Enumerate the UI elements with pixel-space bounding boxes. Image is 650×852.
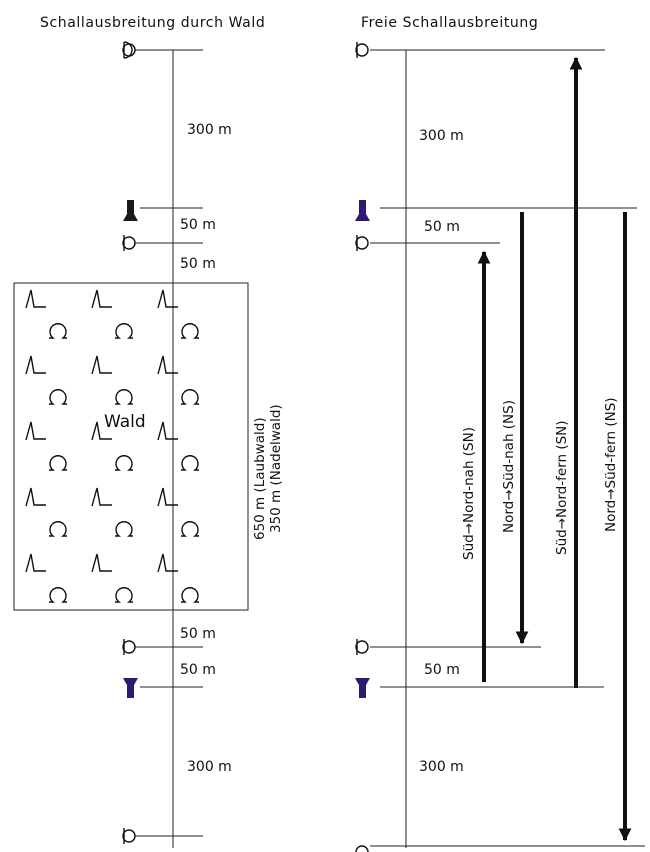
left-dist-top: 300 m xyxy=(187,122,232,138)
left-dist-bottom: 300 m xyxy=(187,759,232,775)
conifer-tree-icon xyxy=(49,324,67,338)
conifer-tree-icon xyxy=(49,522,67,536)
conifer-tree-icon xyxy=(115,390,133,404)
forest-box xyxy=(14,283,248,610)
arrow-ns-far-label: Nord→Süd-fern (NS) xyxy=(603,397,619,532)
microphone-icon xyxy=(356,639,368,655)
conifer-tree-icon xyxy=(49,588,67,602)
deciduous-tree-icon xyxy=(26,356,46,374)
deciduous-tree-icon xyxy=(158,356,178,374)
deciduous-tree-icon xyxy=(158,422,178,440)
forest-depth-nadelwald: 350 m (Nadelwald) xyxy=(268,404,284,533)
arrow-sn-far-label: Süd→Nord-fern (SN) xyxy=(554,420,570,555)
microphone-icon xyxy=(356,235,368,251)
conifer-tree-icon xyxy=(115,588,133,602)
microphone-icon xyxy=(123,42,135,58)
microphone-icon xyxy=(356,846,368,852)
conifer-tree-icon xyxy=(181,390,199,404)
forest-depth-laubwald: 650 m (Laubwald) xyxy=(252,417,268,540)
left-dist-mic-speaker-bottom: 50 m xyxy=(180,662,216,678)
deciduous-tree-icon xyxy=(92,356,112,374)
speaker-icon xyxy=(123,200,138,221)
right-panel: Freie Schallausbreitung 300 m 50 xyxy=(355,15,645,852)
right-dist-top: 300 m xyxy=(419,128,464,144)
conifer-tree-icon xyxy=(115,456,133,470)
deciduous-tree-icon xyxy=(158,290,178,308)
left-dist-speaker-top: 50 m xyxy=(180,217,216,233)
deciduous-tree-icon xyxy=(26,488,46,506)
conifer-tree-icon xyxy=(181,324,199,338)
right-title: Freie Schallausbreitung xyxy=(361,15,538,31)
deciduous-tree-icon xyxy=(26,554,46,572)
speaker-icon xyxy=(123,678,138,698)
deciduous-tree-icon xyxy=(92,290,112,308)
right-dist-mic-speaker: 50 m xyxy=(424,662,460,678)
deciduous-tree-icon xyxy=(26,290,46,308)
microphone-icon xyxy=(356,42,368,58)
speaker-icon xyxy=(355,678,370,698)
conifer-tree-icon xyxy=(115,324,133,338)
left-title: Schallausbreitung durch Wald xyxy=(40,15,265,31)
microphone-icon xyxy=(123,639,135,655)
deciduous-tree-icon xyxy=(158,488,178,506)
speaker-icon xyxy=(355,200,370,221)
left-dist-mic-forest-top: 50 m xyxy=(180,256,216,272)
conifer-tree-icon xyxy=(181,456,199,470)
deciduous-tree-icon xyxy=(92,554,112,572)
conifer-tree-icon xyxy=(181,588,199,602)
deciduous-tree-icon xyxy=(158,554,178,572)
deciduous-tree-icon xyxy=(26,422,46,440)
forest-label: Wald xyxy=(104,412,146,432)
microphone-icon xyxy=(123,828,135,844)
right-dist-bottom: 300 m xyxy=(419,759,464,775)
arrow-ns-near-label: Nord→Süd-nah (NS) xyxy=(501,400,517,533)
conifer-tree-icon xyxy=(49,456,67,470)
conifer-tree-icon xyxy=(49,390,67,404)
conifer-tree-icon xyxy=(115,522,133,536)
left-panel: Schallausbreitung durch Wald xyxy=(14,15,284,848)
conifer-tree-icon xyxy=(181,522,199,536)
left-dist-forest-mic-bottom: 50 m xyxy=(180,626,216,642)
arrow-sn-near-label: Süd→Nord-nah (SN) xyxy=(461,427,477,560)
microphone-icon xyxy=(123,235,135,251)
right-dist-speaker-mic: 50 m xyxy=(424,219,460,235)
deciduous-tree-icon xyxy=(92,488,112,506)
